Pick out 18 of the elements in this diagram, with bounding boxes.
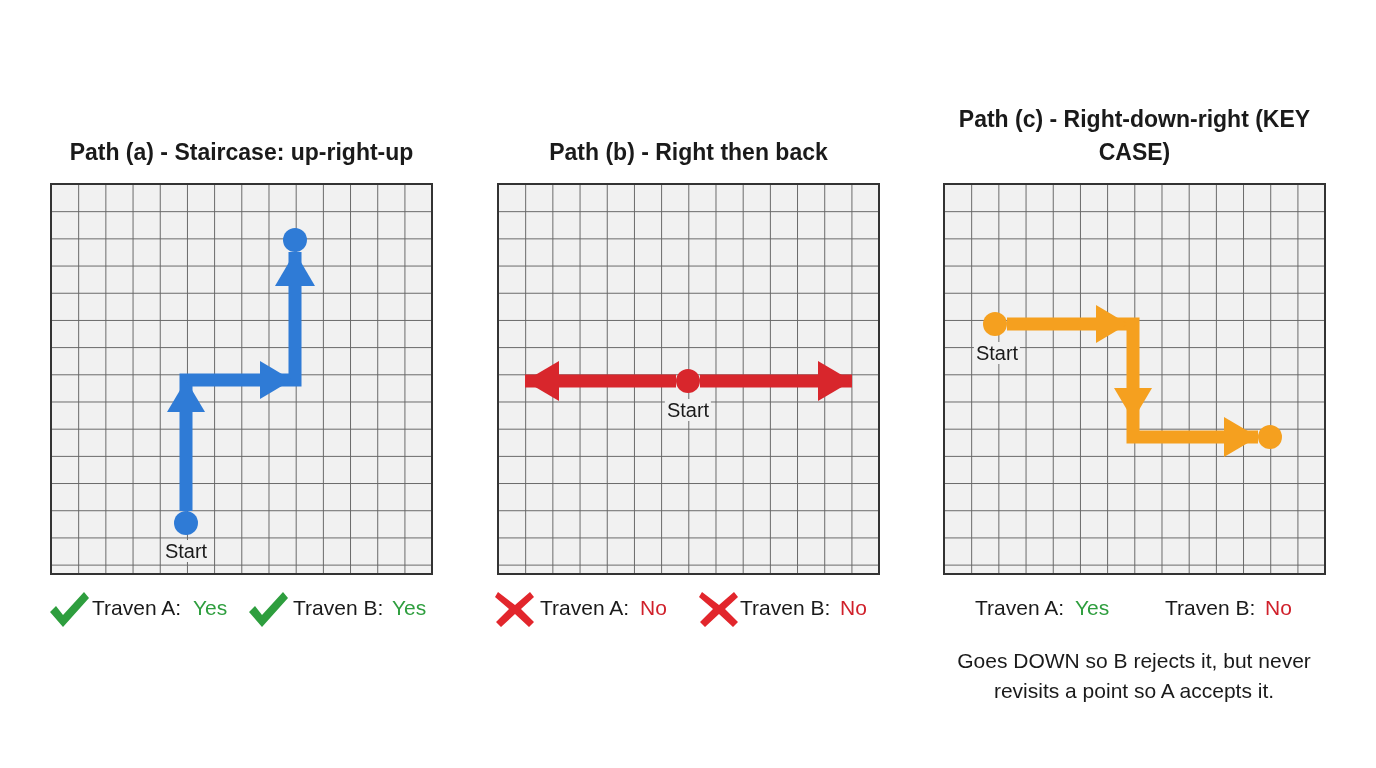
start-label: Start [973,342,1021,364]
result-value: No [840,596,867,620]
result-value: Yes [392,596,427,620]
result-label: Traven B: [740,596,831,620]
result-label: Traven B: [293,596,384,620]
result-value: No [640,596,667,620]
panel-title: Path (c) - Right-down-right (KEY CASE) [957,105,1312,167]
result-label: Traven A: [540,596,630,620]
panel-title: Path (a) - Staircase: up-right-up [69,138,414,167]
start-label: Start [664,399,712,421]
result-label: Traven A: [92,596,182,620]
result-value: Yes [1075,596,1110,620]
explanation-note: Goes DOWN so B rejects it, but never revisits a point so A accepts it. [956,648,1312,704]
result-value: Yes [193,596,228,620]
result-label: Traven A: [975,596,1065,620]
result-value: No [1265,596,1292,620]
result-label: Traven B: [1165,596,1256,620]
panel-title: Path (b) - Right then back [549,138,828,167]
